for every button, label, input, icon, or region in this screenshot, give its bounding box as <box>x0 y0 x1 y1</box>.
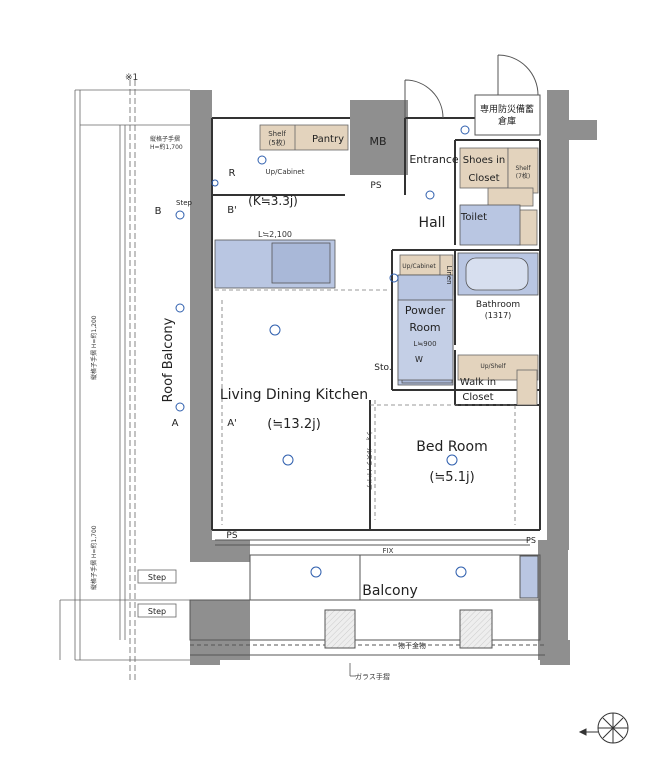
step-label-2: Step <box>148 607 166 616</box>
step-label-top: Step <box>176 199 192 207</box>
note-mark: ※1 <box>125 73 138 83</box>
wet-area-fills <box>214 204 539 386</box>
bed-room-area: (≒5.1j) <box>429 470 474 485</box>
ps-label-bed: PS <box>526 536 536 545</box>
shoes-closet-line1: Shoes in <box>463 155 505 166</box>
glass-rail: ガラス手摺 <box>355 672 390 681</box>
sto-label: Sto. <box>374 363 391 373</box>
rail-note: ウォールスライドドア <box>365 430 373 490</box>
pantry-label: Pantry <box>312 134 344 145</box>
w-mark: W <box>415 355 423 364</box>
roof-balcony-outline <box>59 80 190 680</box>
kitchen-area-label: (K≒3.3j) <box>248 194 298 208</box>
entrance-label: Entrance <box>409 153 459 166</box>
up-shelf-wic: Up/Shelf <box>480 363 506 370</box>
fix-label: FIX <box>383 547 394 555</box>
bathroom-line2: (1317) <box>485 311 512 320</box>
entrance-doors <box>404 54 541 136</box>
handrail-top-1: 縦格子手摺 <box>150 135 180 143</box>
linen-label: Linen <box>445 265 453 284</box>
handrail-low: 縦格子手摺 H=約1,700 <box>90 525 98 590</box>
mb-label: MB <box>369 135 386 148</box>
a-mark: A <box>172 418 179 429</box>
roof-balcony-label: Roof Balcony <box>161 317 176 402</box>
powder-room-line2: Room <box>409 321 440 334</box>
kitchen-length: L≒2,100 <box>258 230 292 239</box>
step-box-1 <box>137 569 177 584</box>
ps-label-hall: PS <box>370 181 381 191</box>
shelf-shoes-count: (7枚) <box>516 172 531 180</box>
storage-label: 専用防災備蓄 倉庫 <box>480 103 534 127</box>
storage-label-line2: 倉庫 <box>498 115 516 127</box>
vanity-length: L≒900 <box>413 340 436 348</box>
toilet-label: Toilet <box>460 212 487 223</box>
up-cabinet-powder: Up/Cabinet <box>402 263 436 270</box>
walk-in-closet-line1: Walk in <box>460 377 496 388</box>
shelf-pantry-count: (5枚) <box>269 138 286 147</box>
hall-label: Hall <box>419 215 446 231</box>
balcony-label: Balcony <box>362 583 418 599</box>
bathroom-line1: Bathroom <box>476 300 520 310</box>
storage-label-line1: 専用防災備蓄 <box>480 103 534 115</box>
a-prime-mark: A' <box>227 418 237 429</box>
shelf-pantry-label: Shelf <box>268 130 286 138</box>
b-mark: B <box>155 206 162 217</box>
handrail-top-2: H=約1,700 <box>150 143 183 151</box>
walk-in-closet-line2: Closet <box>462 392 493 403</box>
step-box-2 <box>137 603 177 618</box>
interior-walls <box>211 117 541 531</box>
balcony-outline <box>189 539 545 656</box>
up-cabinet-kitchen: Up/Cabinet <box>266 168 305 176</box>
bed-room-label: Bed Room <box>416 439 487 455</box>
handrail-mid: 縦格子手摺 H=約1,200 <box>90 315 98 380</box>
powder-room-line1: Powder <box>405 304 446 317</box>
ldk-area: (≒13.2j) <box>267 417 321 432</box>
drying-hardware: 物干金物 <box>398 641 426 650</box>
b-prime-mark: B' <box>227 205 237 216</box>
r-mark: R <box>229 168 236 179</box>
dashed-lines <box>215 289 516 525</box>
blue-icons <box>175 125 470 578</box>
step-label-1: Step <box>148 573 166 582</box>
ldk-label: Living Dining Kitchen <box>220 387 368 403</box>
shoes-closet-line2: Closet <box>468 173 499 184</box>
ps-label-ldk: PS <box>226 531 237 541</box>
compass-icon <box>578 712 629 744</box>
shelf-shoes-label: Shelf <box>515 165 531 172</box>
